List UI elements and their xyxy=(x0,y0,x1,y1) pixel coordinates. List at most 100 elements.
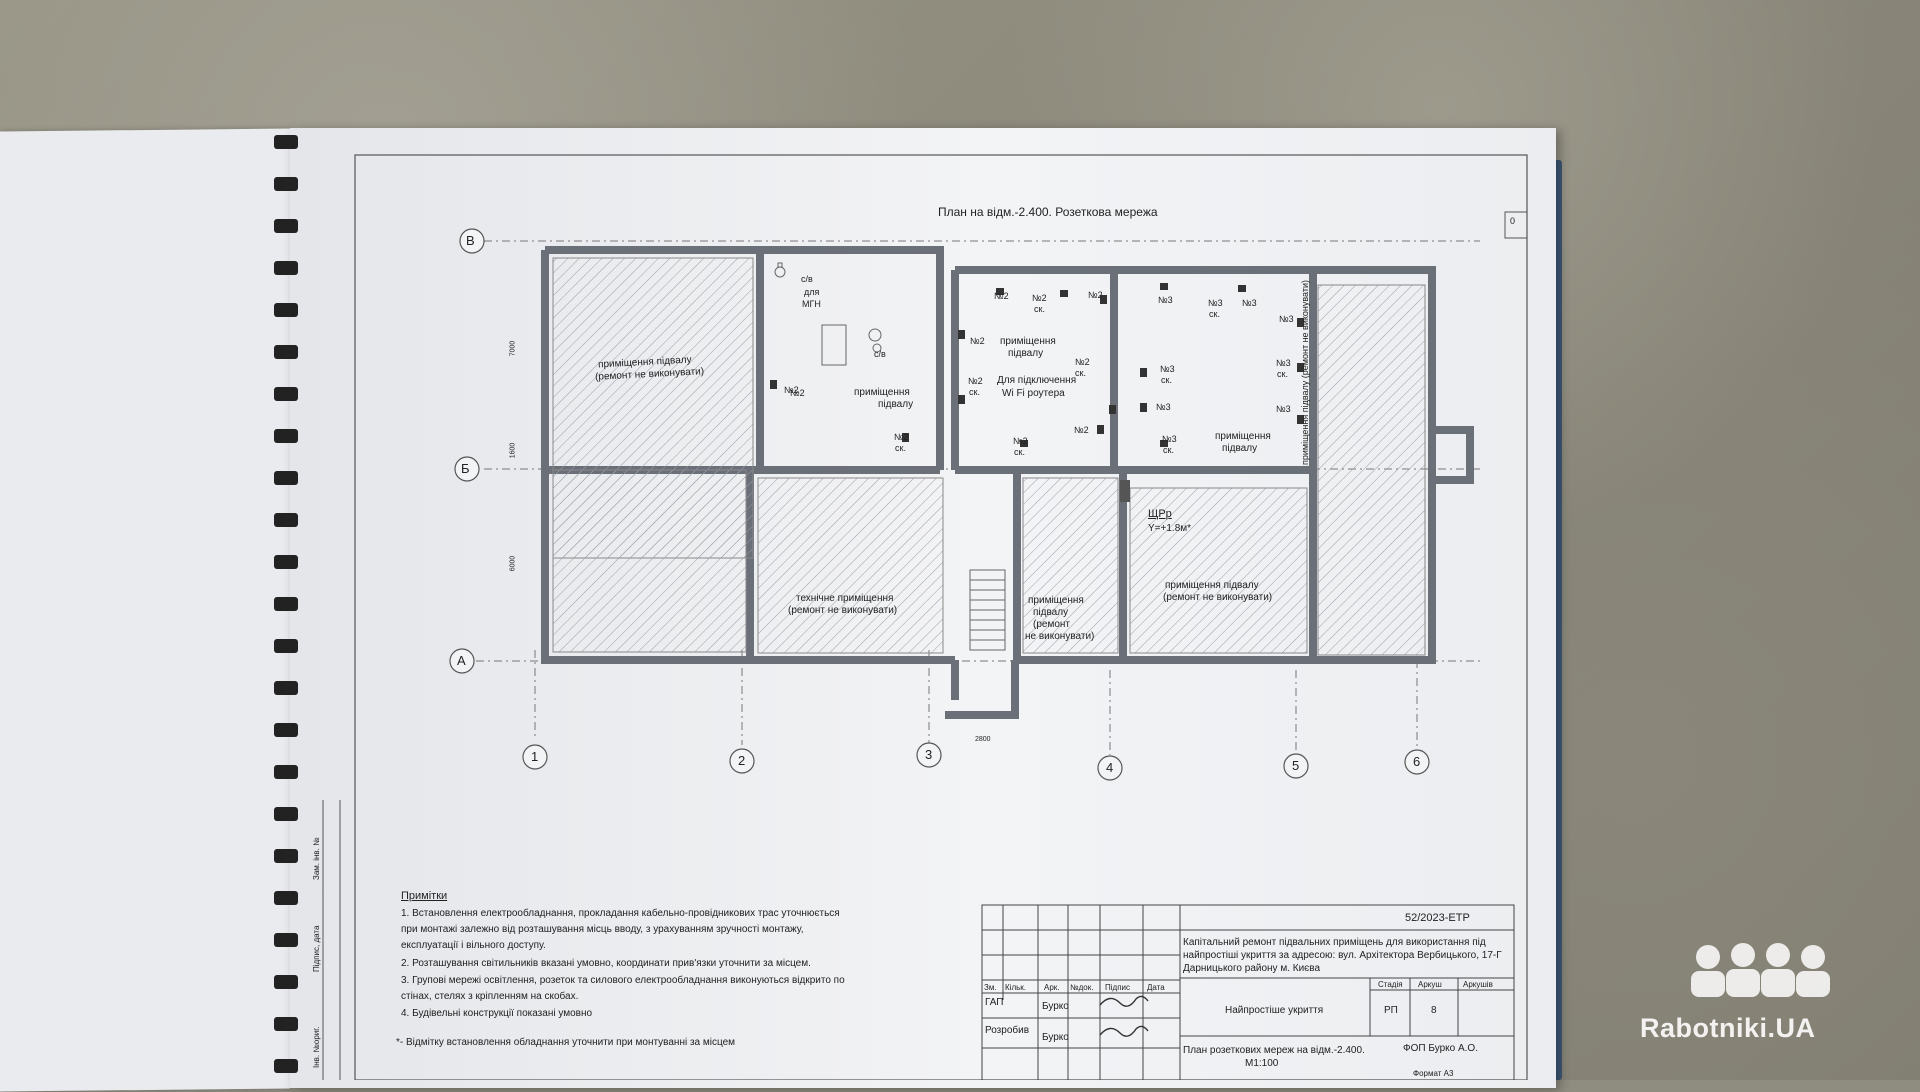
note-3a: 3. Групові мережі освітлення, розеток та… xyxy=(401,975,845,986)
axis-label-3: 3 xyxy=(925,747,933,762)
socket-label: №2 xyxy=(894,432,909,442)
room-3-sub: підвалу xyxy=(1008,348,1044,359)
note-1b: при монтажі залежно від розташування міс… xyxy=(401,924,804,935)
room-4-label: приміщення xyxy=(1215,431,1271,442)
wc-1-note-a: для xyxy=(804,287,820,297)
notes-heading: Примітки xyxy=(401,890,448,902)
axis-label-2: 2 xyxy=(738,753,746,768)
col-qty: Кільк. xyxy=(1005,983,1026,992)
stage-header: Стадія xyxy=(1378,980,1403,989)
note-1a: 1. Встановлення електрообладнання, прокл… xyxy=(401,908,840,919)
sheet-corner-box xyxy=(1504,211,1528,239)
socket-label-sk: ск. xyxy=(1075,368,1086,378)
socket-label-sk: ск. xyxy=(895,443,906,453)
room-4-sub: підвалу xyxy=(1222,443,1258,454)
side-stamp-2: Підпис, дата xyxy=(312,925,321,972)
panel-height: Y=+1.8м* xyxy=(1148,523,1192,534)
signature-1 xyxy=(1099,995,1149,1007)
wc-1-label: с/в xyxy=(801,274,813,284)
socket-label: №3 xyxy=(1156,402,1171,412)
room-6-label: приміщення xyxy=(1028,595,1084,606)
socket-label-sk: ск. xyxy=(1163,445,1174,455)
col-doc: №док. xyxy=(1070,983,1094,992)
socket-label-sk: ск. xyxy=(969,387,980,397)
toilet-fixtures xyxy=(774,262,882,366)
room-7-label: приміщення підвалу xyxy=(1165,580,1259,591)
side-stamp-1: Інв. №ориг. xyxy=(312,1026,321,1068)
sheet-frame xyxy=(354,154,1528,1080)
note-1c: експлуатації і вільного доступу. xyxy=(401,940,546,951)
project-line-b: найпростіші укриття за адресою: вул. Арх… xyxy=(1183,950,1502,961)
stage-value: РП xyxy=(1384,1005,1398,1016)
axis-label-4: 4 xyxy=(1106,760,1114,775)
project-line-c: Дарницького району м. Києва xyxy=(1183,963,1321,974)
axis-label-6: 6 xyxy=(1413,754,1421,769)
axis-label-5: 5 xyxy=(1292,758,1300,773)
socket-label: №3 xyxy=(1160,364,1175,374)
socket-label-sk: ск. xyxy=(1209,309,1220,319)
dim-6000: 6000 xyxy=(509,555,517,572)
role-chief-architect: ГАП xyxy=(985,997,1004,1008)
wc-1-note-b: МГН xyxy=(802,299,821,309)
room-2-label: приміщення xyxy=(854,387,910,398)
socket-label: №2 xyxy=(790,388,805,398)
note-2: 2. Розташування світильників вказані умо… xyxy=(401,958,811,969)
room-7-note: (ремонт не виконувати) xyxy=(1163,592,1273,603)
sheet-header: Аркуш xyxy=(1418,980,1442,989)
socket-symbols xyxy=(770,283,1304,502)
socket-label-sk: ск. xyxy=(1277,369,1288,379)
watermark-text: Rabotniki.UA xyxy=(1640,1013,1816,1043)
scale: М1:100 xyxy=(1245,1058,1279,1069)
wc-2-label: с/в xyxy=(874,349,886,359)
socket-label-sk: ск. xyxy=(1034,304,1045,314)
socket-label: №2 xyxy=(1013,436,1028,446)
socket-label: №2 xyxy=(968,376,983,386)
socket-label: №2 xyxy=(784,385,799,395)
sheet-value: 8 xyxy=(1431,1005,1437,1016)
socket-label: №3 xyxy=(1276,358,1291,368)
socket-label: №3 xyxy=(1162,434,1177,444)
socket-label-sk: ск. xyxy=(1161,375,1172,385)
sheet-name: План розеткових мереж на відм.-2.400. xyxy=(1183,1045,1365,1056)
room-5-label: технічне приміщення xyxy=(796,593,894,604)
col-change: Зм. xyxy=(984,983,997,992)
room-6-note-a: (ремонт xyxy=(1033,619,1070,630)
socket-label: №2 xyxy=(994,291,1009,301)
sheet-format: Формат А3 xyxy=(1413,1069,1454,1078)
watermark-workers-icon xyxy=(1691,943,1830,997)
name-chief-architect: Бурко xyxy=(1042,1001,1069,1012)
room-5-note: (ремонт не виконувати) xyxy=(788,605,898,616)
col-sheet: Арк. xyxy=(1044,983,1060,992)
socket-label: №2 xyxy=(1074,425,1089,435)
side-stamp-3: Зам. інв. № xyxy=(312,837,321,880)
room-8-label: приміщення підвалу (ремонт не виконувати… xyxy=(1300,279,1310,465)
socket-label: №2 xyxy=(970,336,985,346)
note-3b: стінах, стелях з кріпленням на скобах. xyxy=(401,991,579,1002)
dim-1600: 1600 xyxy=(509,442,517,459)
panel-label: ЩРр xyxy=(1148,508,1172,520)
room-3-label: приміщення xyxy=(1000,336,1056,347)
socket-label-sk: ск. xyxy=(1014,447,1025,457)
title-block-grid xyxy=(981,904,1515,1080)
sheet-corner-number: 0 xyxy=(1510,216,1516,226)
socket-label: №2 xyxy=(1032,293,1047,303)
footnote: *- Відмітку встановлення обладнання уточ… xyxy=(396,1037,736,1048)
socket-label: №3 xyxy=(1279,314,1294,324)
socket-label: №2 xyxy=(1088,290,1103,300)
note-4: 4. Будівельні конструкції показані умовн… xyxy=(401,1008,593,1019)
object-name: Найпростіше укриття xyxy=(1225,1005,1324,1016)
room-2-sub: підвалу xyxy=(878,399,914,410)
axis-label-v: В xyxy=(466,233,475,248)
axis-label-1: 1 xyxy=(531,749,539,764)
signature-2 xyxy=(1099,1025,1149,1037)
dim-2800: 2800 xyxy=(975,736,991,743)
role-developer: Розробив xyxy=(985,1025,1030,1036)
room-6-note-b: не виконувати) xyxy=(1025,631,1095,642)
col-signature: Підпис xyxy=(1105,983,1130,992)
socket-label: №3 xyxy=(1242,298,1257,308)
dim-7000: 7000 xyxy=(509,340,517,357)
name-developer: Бурко xyxy=(1042,1032,1069,1043)
hatched-rooms xyxy=(552,257,1426,656)
socket-label: №3 xyxy=(1208,298,1223,308)
